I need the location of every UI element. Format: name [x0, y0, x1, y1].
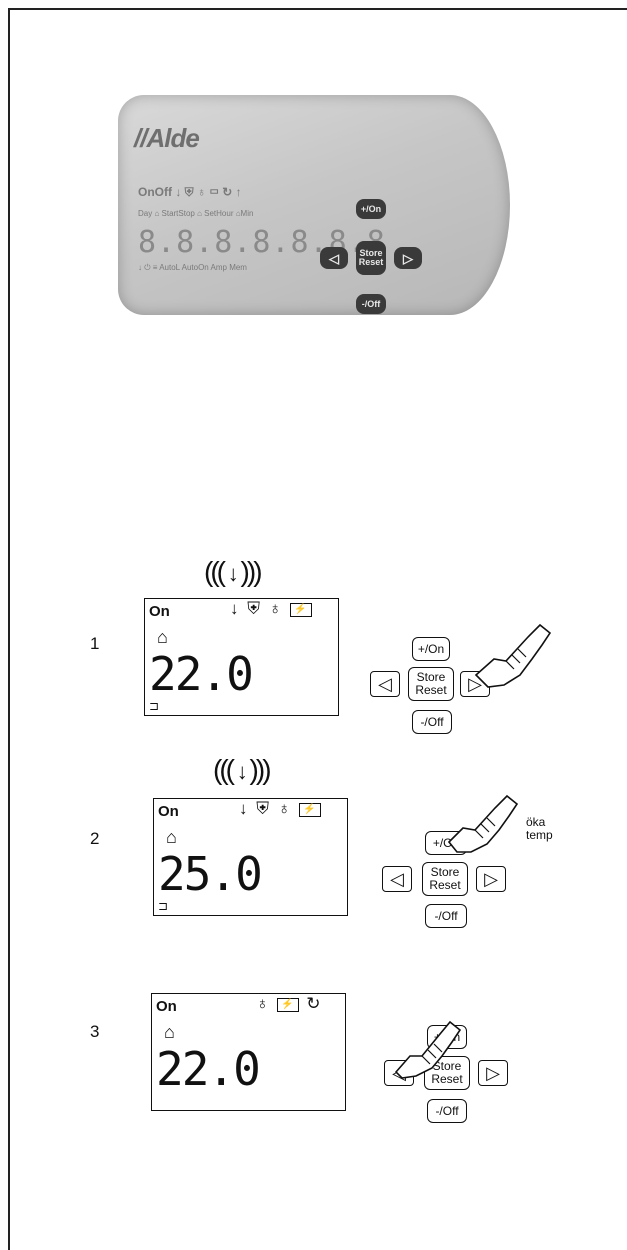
step-1-display-icons: ↓ ⛨ ♁ ⚡ [230, 599, 313, 619]
plug-icon: ⊐ [149, 699, 160, 713]
battery-icon: ⚡ [299, 802, 322, 817]
step-2-status: On [158, 803, 179, 820]
step-1-left-button[interactable]: ◁ [370, 671, 400, 697]
step-1-minus-off-button[interactable]: -/Off [412, 710, 452, 734]
step-2-number: 2 [90, 829, 100, 848]
panel-display: OnOff ↓ ⛨ ♁ ▭ ↻ ↑ Day ⌂ StartStop ⌂ SetH… [138, 185, 385, 272]
step-2-minus-off-button[interactable]: -/Off [425, 904, 467, 928]
panel-minus-off-button[interactable]: -/Off [356, 294, 386, 314]
step-3-number: 3 [90, 1022, 100, 1041]
panel-store-reset-button[interactable]: Store Reset [356, 241, 386, 275]
step-2-store-reset-button[interactable]: Store Reset [422, 862, 468, 896]
step-3-temperature: 22.0 [156, 1042, 261, 1096]
house-icon: ⌂ [166, 827, 177, 847]
step-3-display-icons: ♁ ⚡ ↻ [256, 994, 322, 1014]
house-icon: ⌂ [164, 1022, 175, 1042]
left-arrow-icon: ◁ [378, 673, 392, 694]
right-arrow-icon: ▷ [484, 868, 498, 889]
panel-left-arrow-button[interactable]: ◁ [320, 247, 348, 269]
step-1-status: On [149, 603, 170, 620]
panel-display-status-row: OnOff ↓ ⛨ ♁ ▭ ↻ ↑ [138, 185, 242, 199]
house-icon: ⌂ [157, 627, 168, 647]
right-arrow-icon: ▷ [486, 1062, 500, 1083]
step-1-store-reset-button[interactable]: Store Reset [408, 667, 454, 701]
step-2-temperature: 25.0 [158, 847, 263, 901]
page-frame [8, 8, 627, 1250]
brand-logo: //Alde [134, 123, 200, 153]
battery-icon: ⚡ [290, 602, 313, 617]
panel-right-arrow-button[interactable]: ▷ [394, 247, 422, 269]
step-2-right-button[interactable]: ▷ [476, 866, 506, 892]
step-3-display: On ♁ ⚡ ↻ ⌂ 22.0 [151, 993, 346, 1111]
panel-display-label-row: Day ⌂ StartStop ⌂ SetHour ⌂Min [138, 209, 254, 218]
step-1-display: On ↓ ⛨ ♁ ⚡ ⌂ 22.0 ⊐ [144, 598, 339, 716]
control-panel-photo: //Alde OnOff ↓ ⛨ ♁ ▭ ↻ ↑ Day ⌂ StartStop… [118, 95, 510, 315]
plug-icon: ⊐ [158, 899, 169, 913]
battery-icon: ⚡ [277, 997, 300, 1012]
panel-display-digits: 8.8.8.8.8.8.8 [138, 225, 386, 260]
step-3-status: On [156, 998, 177, 1015]
step-2-alert-icon: ((( ↓ ))) [213, 754, 272, 785]
cycle-icon: ↻ [306, 994, 323, 1013]
pointing-hand-icon [447, 794, 519, 853]
pointing-hand-icon [394, 1020, 462, 1079]
thermometer-icon: ↓ [239, 799, 250, 818]
flame-icon: ♁ [256, 994, 271, 1013]
step-3-right-button[interactable]: ▷ [478, 1060, 508, 1086]
flame-icon: ♁ [268, 599, 284, 618]
step-1-alert-icon: ((( ↓ ))) [204, 556, 263, 587]
panel-display-function-row: ↓ ⏻ ≡ AutoL AutoOn Amp Mem [138, 263, 247, 272]
step-2-left-button[interactable]: ◁ [382, 866, 412, 892]
step-1-temperature: 22.0 [149, 647, 254, 701]
right-arrow-icon: ▷ [403, 250, 413, 266]
step-2-display-icons: ↓ ⛨ ♁ ⚡ [239, 799, 322, 819]
step-1-plus-on-button[interactable]: +/On [412, 637, 450, 661]
step-3-minus-off-button[interactable]: -/Off [427, 1099, 467, 1123]
flame-icon: ♁ [277, 799, 293, 818]
step-1-number: 1 [90, 634, 100, 653]
left-arrow-icon: ◁ [329, 250, 339, 266]
panel-plus-on-button[interactable]: +/On [356, 199, 386, 219]
left-arrow-icon: ◁ [390, 868, 404, 889]
step-2-display: On ↓ ⛨ ♁ ⚡ ⌂ 25.0 ⊐ [153, 798, 348, 916]
thermometer-icon: ↓ [230, 599, 241, 618]
step-2-note: öka temp [526, 815, 553, 842]
pointing-hand-icon [474, 623, 552, 688]
